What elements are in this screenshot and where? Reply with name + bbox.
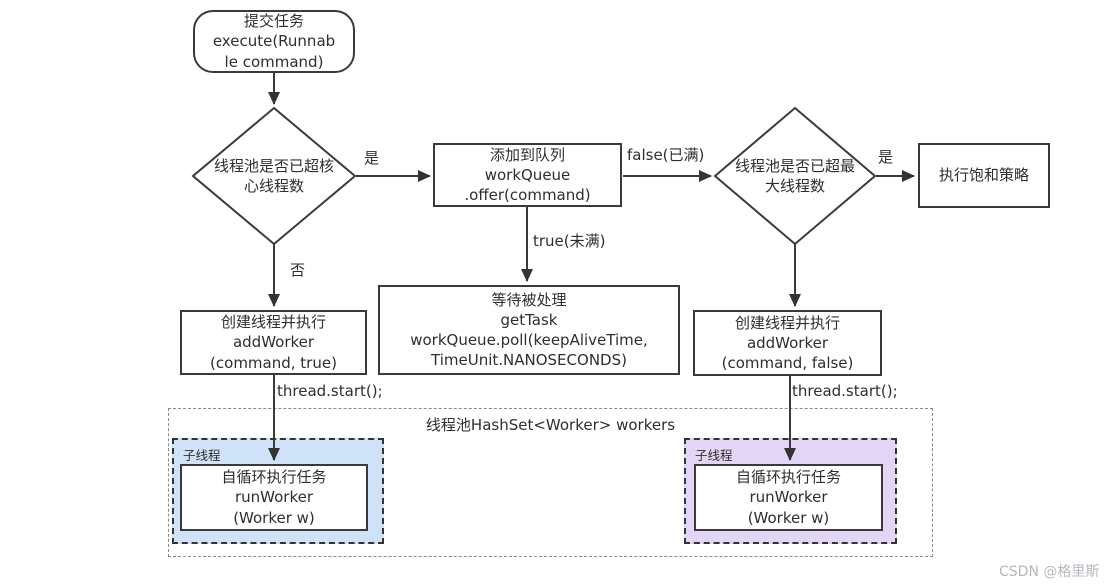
start-node: 提交任务 execute(Runnab le command) [193,10,355,73]
queue-offer-node: 添加到队列 workQueue .offer(command) [433,143,622,207]
run-worker-left-node: 自循环执行任务 runWorker (Worker w) [180,464,368,531]
decision-core-text: 线程池是否已超核 心线程数 [213,156,334,195]
edge-label-yes-max: 是 [878,148,894,166]
decision-max-diamond [713,106,877,246]
child-thread-right-label: 子线程 [695,448,733,463]
add-worker-max-node: 创建线程并执行 addWorker (command, false) [693,310,882,376]
run-worker-right-node: 自循环执行任务 runWorker (Worker w) [694,464,883,531]
get-task-node: 等待被处理 getTask workQueue.poll(keepAliveTi… [378,285,680,375]
worker-pool-title: 线程池HashSet<Worker> workers [425,416,676,434]
add-worker-core-node: 创建线程并执行 addWorker (command, true) [180,310,367,375]
edge-label-no-core: 否 [290,261,306,279]
edge-label-yes-core: 是 [364,149,380,167]
child-thread-left-label: 子线程 [183,448,221,463]
edge-label-thread-start-left: thread.start(); [277,382,383,400]
decision-core-diamond [191,106,357,246]
edge-label-thread-start-right: thread.start(); [792,382,898,400]
edge-label-queue-not-full: true(未满) [533,232,606,250]
decision-max-text: 线程池是否已超最 大线程数 [734,156,855,195]
watermark: CSDN @格里斯 [999,564,1100,580]
worker-pool-container: 线程池HashSet<Worker> workers [168,408,933,557]
edge-label-queue-full: false(已满) [627,146,705,164]
saturation-policy-node: 执行饱和策略 [918,143,1050,208]
